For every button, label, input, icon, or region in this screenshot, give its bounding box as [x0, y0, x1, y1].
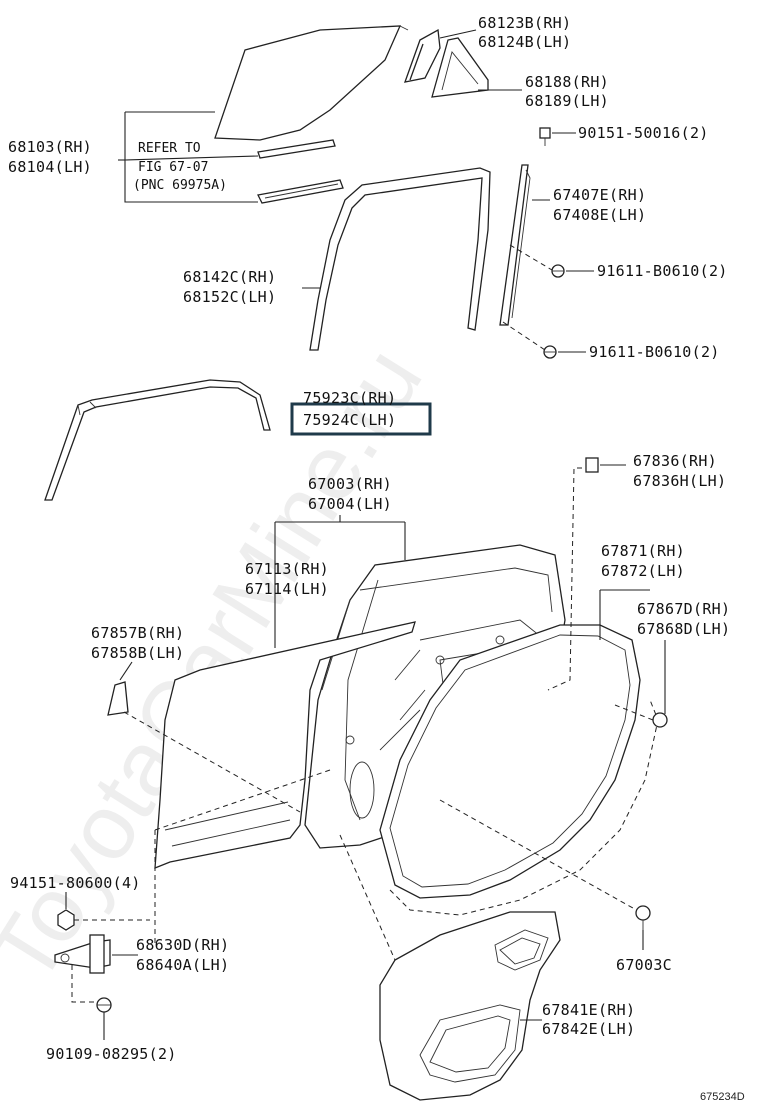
label-68142c: 68142C(RH) — [183, 268, 276, 286]
label-75924c[interactable]: 75924C(LH) — [303, 411, 396, 429]
label-68104: 68104(LH) — [8, 158, 92, 176]
highlight-box — [290, 402, 432, 436]
label-68188: 68188(RH) — [525, 73, 609, 91]
label-67407e: 67407E(RH) — [553, 186, 646, 204]
nut-icon — [57, 909, 75, 931]
label-67841e: 67841E(RH) — [542, 1001, 635, 1019]
label-90151: 90151-50016(2) — [578, 124, 709, 142]
bolt-icon — [96, 997, 112, 1013]
weatherstrip-arc-part[interactable] — [44, 379, 271, 501]
label-67836h: 67836H(LH) — [633, 472, 726, 490]
clip-icon — [585, 457, 599, 473]
label-67868d: 67868D(LH) — [637, 620, 730, 638]
belt-moulding-part[interactable] — [257, 139, 344, 204]
label-67872: 67872(LH) — [601, 562, 685, 580]
label-67004: 67004(LH) — [308, 495, 392, 513]
clip-icon — [652, 712, 668, 728]
label-67836: 67836(RH) — [633, 452, 717, 470]
label-75923c: 75923C(RH) — [303, 389, 396, 407]
label-68640a: 68640A(LH) — [136, 956, 229, 974]
label-68189: 68189(LH) — [525, 92, 609, 110]
label-67113: 67113(RH) — [245, 560, 329, 578]
bolt-icon — [543, 345, 557, 359]
bolt-icon — [551, 264, 565, 278]
label-67003: 67003(RH) — [308, 475, 392, 493]
label-68630d: 68630D(RH) — [136, 936, 229, 954]
diagram-id: 675234D — [700, 1091, 745, 1103]
label-67408e: 67408E(LH) — [553, 206, 646, 224]
label-68152c: 68152C(LH) — [183, 288, 276, 306]
refer-line-2: FIG 67-07 — [138, 160, 208, 175]
service-hole-cover-part[interactable] — [379, 911, 561, 1101]
cover-part[interactable] — [107, 681, 129, 716]
run-channel-part[interactable] — [309, 167, 491, 351]
quarter-frame-part[interactable] — [431, 37, 489, 98]
label-68124b: 68124B(LH) — [478, 33, 571, 51]
refer-line-1: REFER TO — [138, 141, 201, 156]
hinge-part[interactable] — [54, 934, 111, 974]
label-90109: 90109-08295(2) — [46, 1045, 177, 1063]
label-67003c: 67003C — [616, 956, 672, 974]
label-67857b: 67857B(RH) — [91, 624, 184, 642]
label-67867d: 67867D(RH) — [637, 600, 730, 618]
label-67871: 67871(RH) — [601, 542, 685, 560]
door-glass-part[interactable] — [214, 25, 409, 141]
label-91611-lower: 91611-B0610(2) — [589, 343, 720, 361]
label-67842e: 67842E(LH) — [542, 1020, 635, 1038]
outer-panel-part[interactable] — [154, 621, 416, 869]
door-weatherstrip-part[interactable] — [379, 624, 641, 899]
label-67858b: 67858B(LH) — [91, 644, 184, 662]
quarter-glass-part[interactable] — [404, 28, 441, 83]
label-68123b: 68123B(RH) — [478, 14, 571, 32]
label-67114: 67114(LH) — [245, 580, 329, 598]
refer-line-3: (PNC 69975A) — [133, 178, 227, 193]
label-91611-upper: 91611-B0610(2) — [597, 262, 728, 280]
label-68103: 68103(RH) — [8, 138, 92, 156]
door-sash-part[interactable] — [499, 164, 531, 326]
label-94151: 94151-80600(4) — [10, 874, 141, 892]
clip-icon — [635, 905, 651, 930]
screw-icon — [539, 127, 551, 146]
